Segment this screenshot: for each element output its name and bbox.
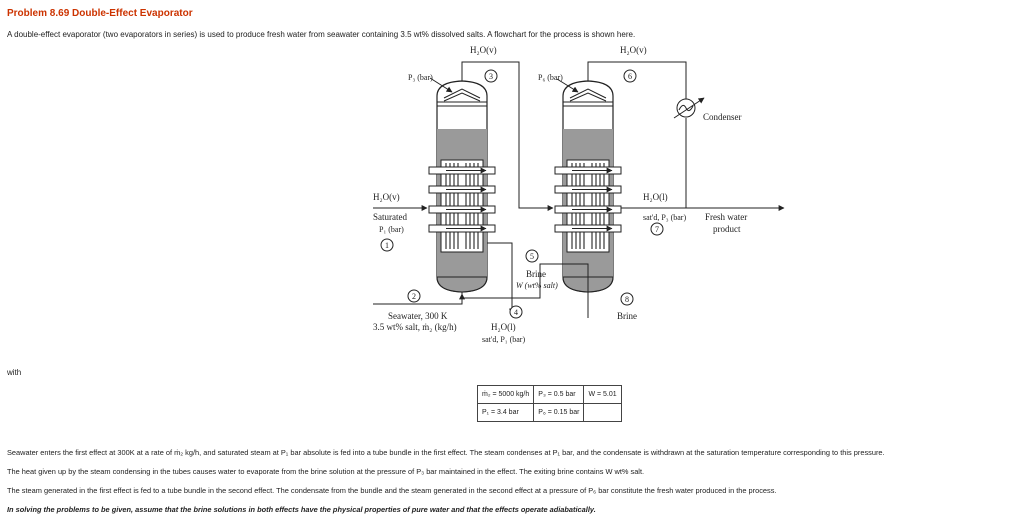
with-label: with [7, 368, 22, 377]
stream-2-number: 2 [412, 292, 416, 301]
stream-8-number: 8 [625, 295, 629, 304]
condenser-icon [673, 97, 705, 119]
param-p6: P₆ = 0.15 bar [533, 403, 585, 422]
fresh-water-label: Fresh water [705, 212, 747, 222]
seawater-composition: 3.5 wt% salt, ṁ₂ (kg/h) [373, 322, 457, 332]
brine-label-2: Brine [617, 311, 637, 321]
p3-pointer [429, 77, 453, 93]
intro-text: A double-effect evaporator (two evaporat… [7, 30, 636, 39]
evaporator-1 [428, 80, 496, 293]
stream-3-number: 3 [489, 72, 493, 81]
param-w: W = 5.01 [583, 385, 622, 404]
stream-4-line [487, 242, 515, 315]
vapor-label-1: H₂O(v) [470, 45, 497, 55]
stream-3-line [461, 61, 554, 211]
process-flowchart: H₂O(v) H₂O(v) 3 6 P₃ (bar) P₆ (bar) Cond… [373, 45, 785, 344]
p1-label: P₁ (bar) [379, 225, 404, 234]
stream-4-number: 4 [514, 308, 518, 317]
paragraph-1: Seawater enters the first effect at 300K… [7, 448, 885, 457]
brine-label-1: Brine [526, 269, 546, 279]
stream-7-number: 7 [655, 225, 659, 234]
p6-pointer [556, 78, 579, 93]
evaporator-2 [554, 80, 622, 293]
condensate-pressure: sat'd, P₁ (bar) [482, 335, 525, 344]
seawater-label: Seawater, 300 K [388, 311, 448, 321]
stream-5-number: 5 [530, 252, 534, 261]
p6-label: P₆ (bar) [538, 73, 563, 82]
paragraph-2: The heat given up by the steam condensin… [7, 467, 645, 476]
parameter-table: ṁ₂ = 5000 kg/h P₃ = 0.5 bar W = 5.01 P₁ … [476, 385, 622, 422]
steam-label: H₂O(v) [373, 192, 400, 202]
product-label: product [713, 224, 741, 234]
vapor-label-2: H₂O(v) [620, 45, 647, 55]
condenser-label: Condenser [703, 112, 742, 122]
param-m2: ṁ₂ = 5000 kg/h [476, 385, 535, 404]
paragraph-3: The steam generated in the first effect … [7, 486, 777, 495]
param-empty [583, 403, 622, 422]
problem-title: Problem 8.69 Double-Effect Evaporator [7, 8, 193, 19]
p3-label: P₃ (bar) [408, 73, 433, 82]
param-p3: P₃ = 0.5 bar [533, 385, 585, 404]
liquid-label: H₂O(l) [643, 192, 668, 202]
stream-1-number: 1 [385, 241, 389, 250]
condensate-label: H₂O(l) [491, 322, 516, 332]
saturated-label: Saturated [373, 212, 407, 222]
stream-6-number: 6 [628, 72, 632, 81]
stream-6-line [587, 61, 687, 99]
satd-p3-label: sat'd, P₃ (bar) [643, 213, 686, 222]
brine-w-label: W (wt% salt) [516, 281, 558, 290]
stream-5-line [461, 263, 589, 299]
paragraph-4: In solving the problems to be given, ass… [7, 505, 596, 514]
param-p1: P₁ = 3.4 bar [476, 403, 535, 422]
